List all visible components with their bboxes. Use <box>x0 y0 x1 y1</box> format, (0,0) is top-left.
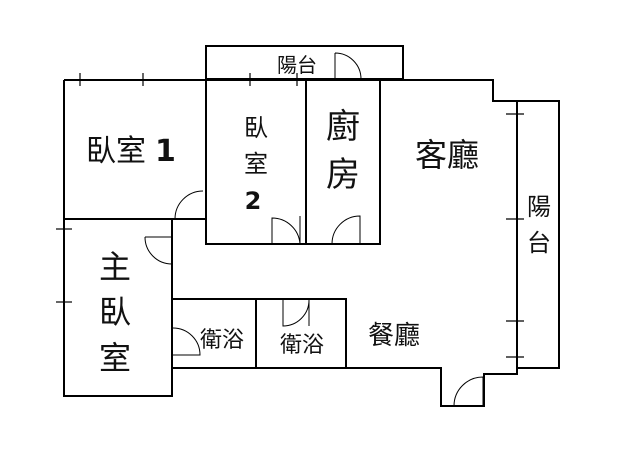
master-bedroom-label-line1: 主 <box>99 248 131 286</box>
kitchen <box>296 73 381 245</box>
door-arcs <box>144 52 484 407</box>
bedroom-1-number: 1 <box>155 134 176 169</box>
living-room-walls <box>346 79 560 407</box>
bathroom-2 <box>256 298 347 369</box>
balcony-top-label: 陽台 <box>277 53 317 77</box>
kitchen-label-line2: 房 <box>326 155 360 195</box>
master-bedroom-label-line3: 室 <box>99 339 131 377</box>
bathroom-2-label: 衛浴 <box>280 333 324 358</box>
bathroom-1-label: 衛浴 <box>200 328 244 353</box>
master-bedroom <box>56 219 173 397</box>
balcony-right-label-line2: 台 <box>527 229 551 257</box>
bedroom-2-label-line2: 室 <box>244 150 268 178</box>
kitchen-label-line1: 廚 <box>326 107 360 147</box>
bedroom-1-label: 臥室 <box>86 134 146 169</box>
bedroom-2-number: 2 <box>245 187 262 215</box>
bathroom-1 <box>172 298 257 369</box>
living-room-label: 客廳 <box>415 136 479 174</box>
balcony-right-label-line1: 陽 <box>527 193 551 221</box>
master-bedroom-label-line2: 臥 <box>99 293 131 331</box>
dining-room-label: 餐廳 <box>368 321 420 351</box>
bedroom-2-label-line1: 臥 <box>244 114 268 142</box>
